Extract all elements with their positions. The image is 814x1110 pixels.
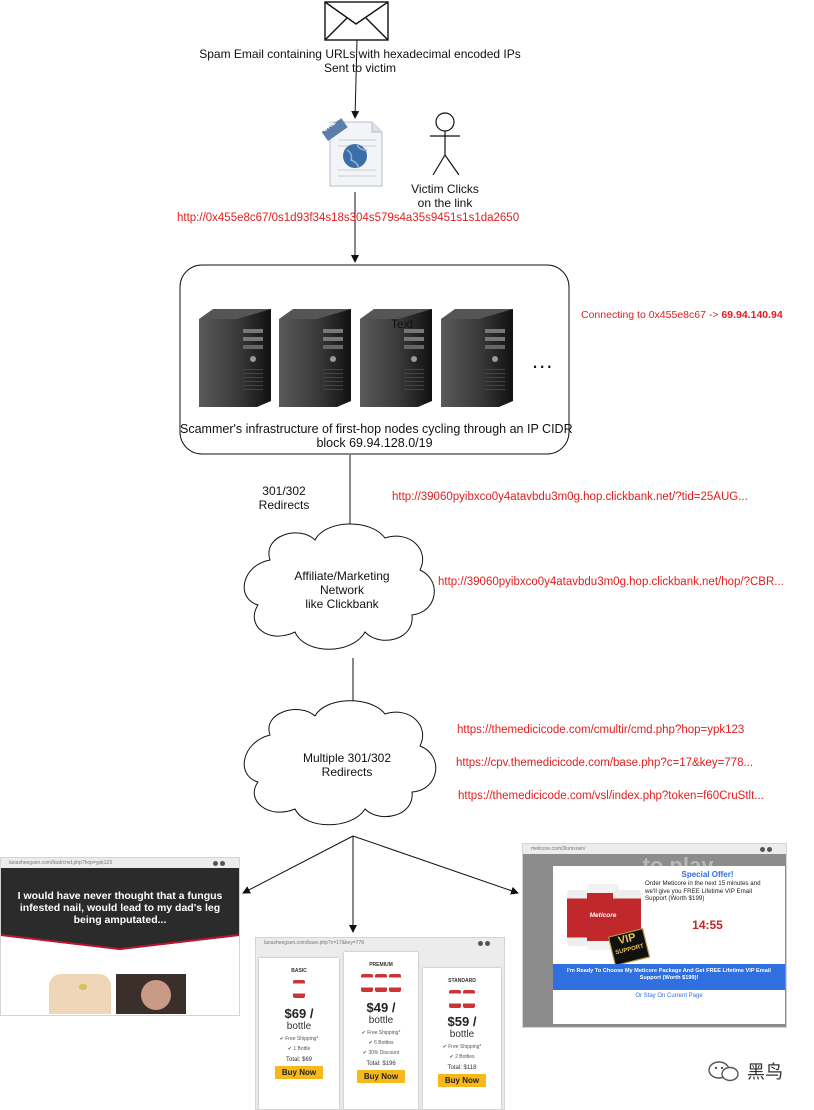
redirect-url-3: https://themedicicode.com/vsl/index.php?… [458, 790, 764, 802]
offer-title: Special Offer! [681, 870, 734, 879]
product-name: Meticore [589, 912, 617, 919]
landing-page-middle-screenshot: lanasheegsen.com/base.php?c=17&key=778 B… [255, 937, 505, 1110]
envelope-icon [324, 1, 389, 41]
clickbank-hop-url: http://39060pyibxco0y4atavbdu3m0g.hop.cl… [438, 576, 784, 588]
victim-caption-line1: Victim Clicks [411, 182, 479, 196]
plan-standard-unit: bottle [449, 1029, 475, 1040]
watermark-text: 黑鸟 [747, 1062, 783, 1083]
infrastructure-caption: Scammer's infrastructure of first-hop no… [180, 422, 573, 450]
plan-basic-unit: bottle [286, 1021, 312, 1032]
server-icon-3 [360, 309, 432, 407]
watermark: 黑鸟 [707, 1058, 783, 1084]
arrow-email-to-url [351, 39, 360, 119]
server-icons [199, 309, 513, 407]
offer-body: Order Meticore in the next 15 minutes an… [645, 880, 761, 902]
url-document-icon [321, 118, 383, 187]
affiliate-cloud-shape [243, 523, 435, 650]
left-foot-image [49, 974, 111, 1014]
plan-premium-buy-button[interactable]: Buy Now [357, 1070, 405, 1083]
affiliate-line1: Affiliate/Marketing [294, 569, 390, 583]
redirects-cloud-shape [243, 700, 437, 826]
affiliate-cloud-label: Affiliate/Marketing Network like Clickba… [262, 569, 422, 611]
infrastructure-caption-line2: block 69.94.128.0/19 [316, 436, 433, 450]
right-browser-url: meticore.com/3lomvoen/ [531, 846, 586, 852]
plan-standard-buy-button[interactable]: Buy Now [438, 1074, 486, 1087]
middle-browser-url: lanasheegsen.com/base.php?c=17&key=778 [264, 940, 365, 946]
connecting-prefix: Connecting to 0x455e8c67 -> [581, 309, 722, 321]
infrastructure-caption-line1: Scammer's infrastructure of first-hop no… [180, 422, 573, 436]
arrow-to-right-page [352, 835, 519, 895]
plan-premium-feature-1: Free Shipping* [367, 1030, 401, 1036]
plan-standard-total: Total: $118 [447, 1065, 477, 1071]
plan-basic-buy-button[interactable]: Buy Now [275, 1066, 323, 1079]
plan-card-standard: STANDARD $59 / bottle ✔ Free Shipping* ✔… [423, 968, 501, 1109]
plan-premium-unit: bottle [368, 1015, 394, 1026]
plan-premium-feature-3: 30% Discount [368, 1050, 400, 1056]
connecting-ip: 69.94.140.94 [721, 309, 783, 321]
plan-standard-name: STANDARD [448, 978, 476, 984]
server-icon-2 [279, 309, 351, 407]
redirects-cloud-label: Multiple 301/302 Redirects [262, 751, 432, 779]
email-caption-line1: Spam Email containing URLs with hexadeci… [199, 47, 521, 61]
plan-basic-feature-2: 1 Bottle [293, 1046, 311, 1052]
redirects-cloud-line2: Redirects [321, 765, 373, 779]
server-icon-1 [199, 309, 271, 407]
left-headline: I would have never thought that a fungus… [17, 890, 223, 926]
victim-caption-line2: on the link [417, 196, 473, 210]
redirect-url-1: https://themedicicode.com/cmultir/cmd.ph… [457, 724, 745, 736]
plan-premium-total: Total: $196 [366, 1061, 396, 1067]
encoded-url-text: http://0x455e8c67/0s1d93f34s18s304s579s4… [177, 212, 520, 224]
landing-page-right-screenshot: meticore.com/3lomvoen/ to play video! Me… [522, 843, 787, 1028]
offer-cta-button[interactable]: I'm Ready To Choose My Meticore Package … [553, 964, 785, 990]
plan-card-basic: BASIC $69 / bottle ✔ Free Shipping* ✔ 1 … [259, 958, 339, 1109]
server-row [199, 307, 519, 412]
offer-popup: Meticore VIP SUPPORT Special Offer! Orde… [553, 866, 785, 1024]
plan-basic-total: Total: $69 [285, 1057, 313, 1063]
wechat-icon [708, 1061, 739, 1082]
server-ellipsis: ... [532, 348, 554, 373]
right-browser-bar: meticore.com/3lomvoen/ [523, 844, 786, 854]
plan-card-premium: PREMIUM $49 / bottle ✔ Free Shipping* ✔ … [344, 952, 418, 1109]
affiliate-line3: like Clickbank [305, 597, 379, 611]
email-caption-line2: Sent to victim [323, 61, 397, 75]
connecting-text: Connecting to 0x455e8c67 -> 69.94.140.94 [581, 309, 783, 321]
server-overlay-text: Text [391, 317, 414, 331]
left-browser-url: lanasheegsen.com/lksd/cmd.php?hop=ypk123 [9, 860, 112, 866]
middle-browser-bar: lanasheegsen.com/base.php?c=17&key=778 [256, 938, 504, 948]
landing-page-left-screenshot: lanasheegsen.com/lksd/cmd.php?hop=ypk123… [0, 857, 240, 1016]
victim-figure-icon [430, 112, 460, 176]
plan-basic-name: BASIC [291, 968, 307, 974]
victim-caption: Victim Clicks on the link [400, 182, 490, 210]
plan-basic-price: $69 [284, 1006, 307, 1021]
server-icon-4 [441, 309, 513, 407]
left-hero: I would have never thought that a fungus… [1, 868, 239, 950]
plan-premium-price: $49 [366, 1000, 389, 1015]
stay-on-page-link[interactable]: Or Stay On Current Page [635, 993, 703, 999]
clickbank-tid-url: http://39060pyibxco0y4atavbdu3m0g.hop.cl… [392, 491, 748, 503]
product-bottles: Meticore VIP SUPPORT [565, 882, 651, 966]
redirect-label-line2: Redirects [258, 498, 310, 512]
arrow-to-left-page [242, 835, 354, 894]
plan-premium-feature-2: 6 Bottles [374, 1040, 394, 1046]
redirects-cloud-line1: Multiple 301/302 [302, 751, 392, 765]
email-caption: Spam Email containing URLs with hexadeci… [190, 47, 530, 75]
plan-basic-feature-1: Free Shipping* [285, 1036, 319, 1042]
left-browser-bar: lanasheegsen.com/lksd/cmd.php?hop=ypk123 [1, 858, 239, 868]
plan-standard-price: $59 [447, 1014, 470, 1029]
redirect-label: 301/302 Redirects [250, 484, 318, 512]
plan-premium-name: PREMIUM [369, 962, 393, 968]
redirect-label-line1: 301/302 [262, 484, 306, 498]
offer-timer: 14:55 [692, 918, 723, 932]
affiliate-line2: Network [319, 583, 364, 597]
redirect-url-2: https://cpv.themedicicode.com/base.php?c… [456, 757, 754, 769]
plan-standard-feature-2: 2 Bottles [455, 1054, 475, 1060]
infrastructure-box [179, 264, 570, 455]
plan-standard-feature-1: Free Shipping* [448, 1044, 482, 1050]
